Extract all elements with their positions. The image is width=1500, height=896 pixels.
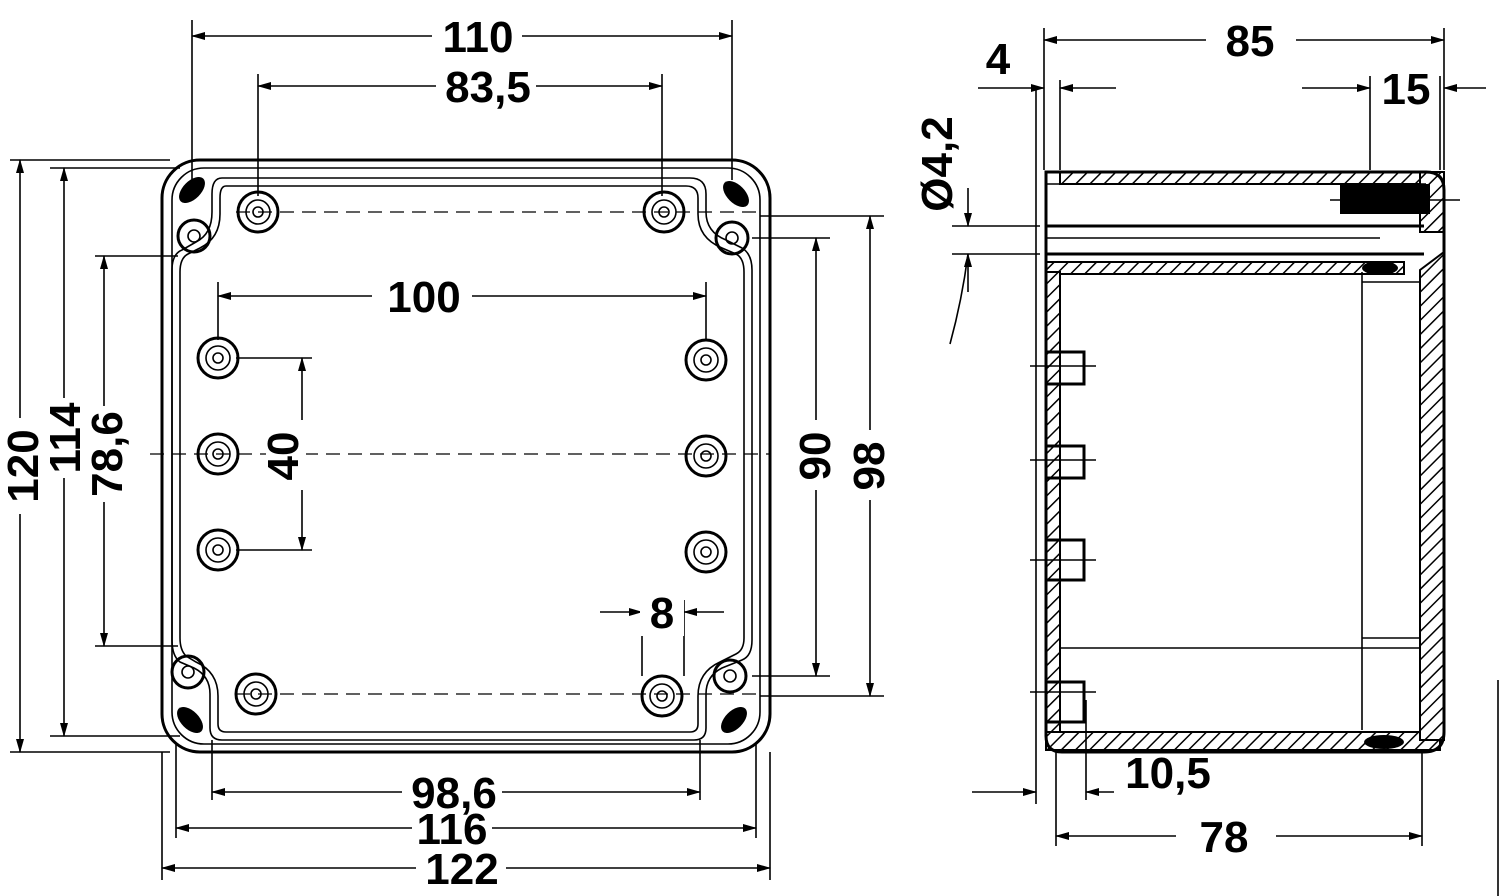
mounting-boss — [684, 530, 728, 574]
label-lid-height: 15 — [1382, 65, 1431, 114]
mounting-boss — [684, 434, 728, 478]
corner-screw-head-tl — [179, 177, 205, 203]
side-section-lid-lower — [1045, 261, 1405, 275]
side-section-left-wall — [1045, 271, 1061, 739]
label-width-outer: 122 — [425, 845, 498, 894]
front-view: 110 83,5 100 98,6 116 122 8 120 114 78,6… — [0, 12, 894, 894]
corner-screws — [170, 177, 750, 733]
mounting-bosses — [196, 190, 728, 718]
side-section-lid — [1046, 171, 1441, 185]
label-screw-offset: 8 — [650, 589, 674, 638]
corner-screw-hole-br — [712, 658, 748, 694]
side-section-right-wall — [1419, 250, 1445, 741]
mounting-boss — [640, 674, 684, 718]
side-outer-outline — [1044, 170, 1446, 754]
corner-screw-head-br — [721, 707, 747, 733]
side-view: 85 4 15 Ø4,2 78 10,5 — [913, 16, 1499, 896]
label-width-inner: 98,6 — [411, 769, 497, 818]
label-width-top: 110 — [443, 13, 514, 62]
label-height-outer: 120 — [0, 429, 48, 502]
corner-screw-head-tr — [723, 181, 749, 207]
label-wall-offset: 10,5 — [1125, 749, 1211, 798]
label-screw-spacing-top: 83,5 — [445, 63, 531, 112]
label-lid-offset: 4 — [986, 35, 1011, 84]
label-width-body: 116 — [417, 805, 488, 854]
label-height-right-inner: 90 — [791, 432, 840, 481]
side-lid-screw — [1340, 184, 1430, 214]
label-screw-spacing-mid: 100 — [387, 273, 460, 322]
label-screw-pitch: 40 — [259, 432, 308, 481]
label-hole-diameter: Ø4,2 — [913, 116, 962, 211]
label-height-right-outer: 98 — [845, 442, 894, 491]
mounting-boss — [684, 338, 728, 382]
corner-screw-hole-tr — [714, 220, 750, 256]
corner-screw-hole-tl — [176, 218, 212, 254]
corner-screw-hole-bl — [170, 654, 206, 690]
enclosure-outer-outline — [160, 158, 772, 754]
label-height-inner: 78,6 — [83, 411, 132, 497]
corner-screw-head-bl — [177, 707, 203, 733]
label-height-body: 114 — [41, 402, 90, 474]
label-depth-body: 78 — [1200, 813, 1249, 862]
enclosure-inner-seal-2 — [179, 185, 745, 733]
mounting-boss — [196, 336, 240, 380]
label-depth-total: 85 — [1226, 17, 1275, 66]
mounting-boss — [196, 528, 240, 572]
